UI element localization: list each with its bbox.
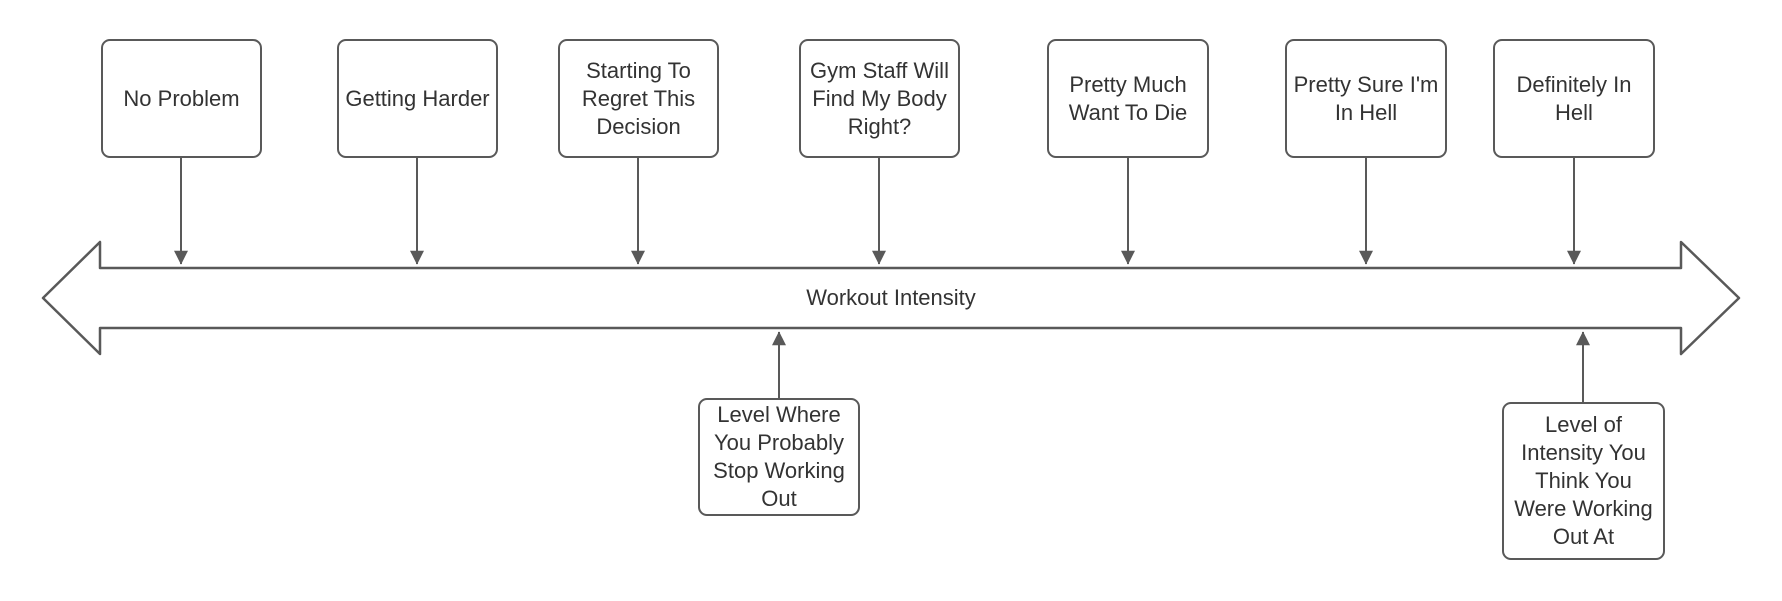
- top-box-pretty-sure-in-hell: Pretty Sure I'm In Hell: [1285, 39, 1447, 158]
- top-box-pretty-much-want-to-die-label: Pretty Much Want To Die: [1068, 71, 1188, 125]
- top-box-starting-to-regret: Starting To Regret This Decision: [558, 39, 719, 158]
- top-box-no-problem: No Problem: [101, 39, 262, 158]
- bottom-box-level-think-working-at-label: Level of Intensity You Think You Were Wo…: [1514, 412, 1653, 549]
- top-box-definitely-in-hell-label: Definitely In Hell: [1516, 71, 1632, 125]
- top-box-pretty-much-want-to-die: Pretty Much Want To Die: [1047, 39, 1209, 158]
- top-box-getting-harder: Getting Harder: [337, 39, 498, 158]
- top-box-pretty-sure-in-hell-label: Pretty Sure I'm In Hell: [1293, 71, 1439, 125]
- bottom-box-level-think-working-at: Level of Intensity You Think You Were Wo…: [1502, 402, 1665, 560]
- top-box-gym-staff-label: Gym Staff Will Find My Body Right?: [810, 57, 949, 139]
- top-box-definitely-in-hell: Definitely In Hell: [1493, 39, 1655, 158]
- top-box-getting-harder-label: Getting Harder: [345, 85, 490, 111]
- bottom-box-level-stop-working-out: Level Where You Probably Stop Working Ou…: [698, 398, 860, 516]
- intensity-axis-double-arrow: [41, 240, 1741, 356]
- bottom-box-level-stop-working-out-label: Level Where You Probably Stop Working Ou…: [713, 402, 845, 511]
- top-box-starting-to-regret-label: Starting To Regret This Decision: [581, 57, 696, 139]
- top-box-gym-staff: Gym Staff Will Find My Body Right?: [799, 39, 960, 158]
- top-box-no-problem-label: No Problem: [123, 85, 240, 111]
